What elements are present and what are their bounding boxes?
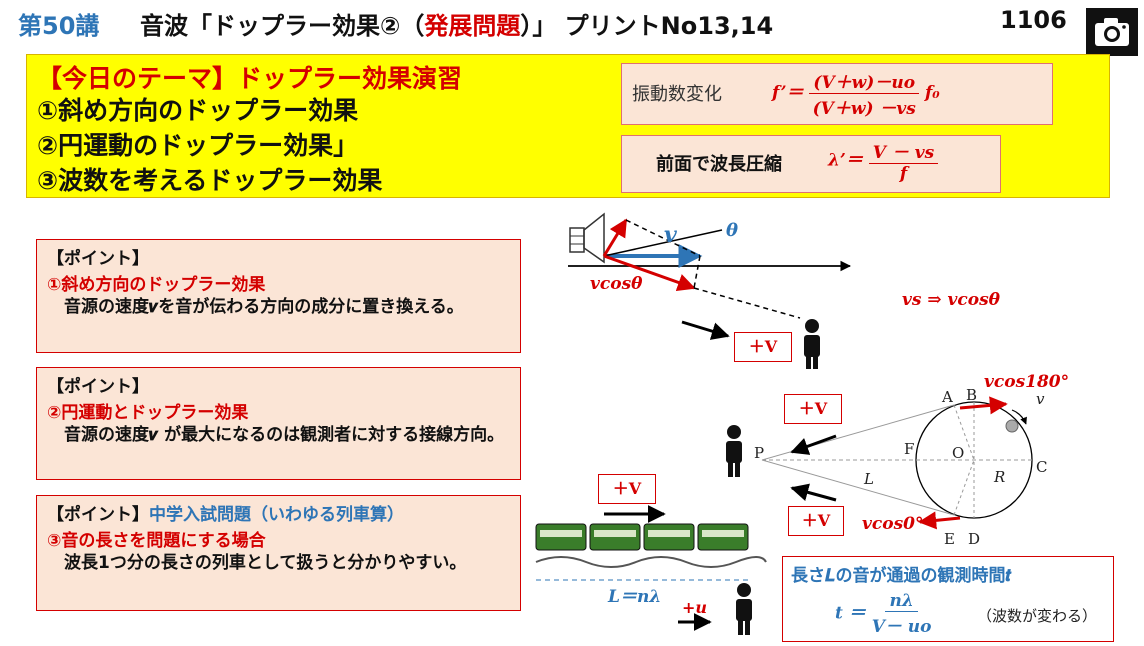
observation-time-box: 長さ𝑳の音が通過の観測時間𝒕 t ＝ nλ V－ uo （波数が変わる） [782,556,1114,642]
point-P: P [754,444,765,462]
speaker-icon [569,212,605,264]
observer-icon [736,583,752,635]
observation-time-title: 長さ𝑳の音が通過の観測時間𝒕 [791,566,1012,586]
point-heading-note: 中学入試問題（いわゆる列車算） [149,505,404,525]
formula1-rhs: f₀ [924,83,940,103]
formula2-denominator: f [899,164,908,184]
sound-direction-arrow-bottom [790,483,837,502]
obs-formula-lhs: t ＝ [835,603,866,624]
point-O: O [952,444,965,462]
plus-V-box: ＋V [598,474,656,504]
theme-heading: 【今日のテーマ】ドップラー効果演習 [37,64,463,93]
formula1-numerator: (V＋w)－uo [809,68,920,94]
observation-time-note: （波数が変わる） [977,607,1098,625]
label-L-n-lambda: L＝nλ [608,587,662,607]
theme-item-1: ①斜め方向のドップラー効果 [37,96,359,125]
camera-button[interactable] [1086,8,1138,56]
observer-icon [726,425,742,477]
plus-V-box: ＋V [788,506,844,536]
formula2-numerator: V － vs [868,138,939,164]
obs-formula-numerator: nλ [885,591,918,612]
point-A: A [942,388,953,406]
point-subheading: ①斜め方向のドップラー効果 [47,275,266,295]
point-box-circular: 【ポイント】 ②円運動とドップラー効果 音源の速度𝒗 が最大になるのは観測者に対… [36,367,521,480]
perpendicular-component-arrow [602,218,628,257]
formula2-fraction: V － vs f [868,138,939,184]
header-bar: 第50講 音波「ドップラー効果②（発展問題）」 プリントNo13,14 1106 [0,0,1144,56]
point-body: 波長1つ分の長さの列車として扱うと分かりやすい。 [47,553,467,573]
projection-dashed-line [625,219,701,257]
wavelength-formula-box: 前面で波長圧縮 λ’＝ V － vs f [621,135,1001,193]
sound-wave-line [535,556,767,568]
point-heading: 【ポイント】 [47,377,149,397]
label-v-circle: v [1036,390,1045,408]
theme-box: 【今日のテーマ】ドップラー効果演習 ①斜め方向のドップラー効果 ②円運動のドップ… [26,54,1110,198]
radius-line [953,459,975,516]
point-heading: 【ポイント】中学入試問題（いわゆる列車算） [47,500,404,525]
point-C: C [1036,458,1048,476]
label-vcos-theta: vcosθ [590,274,643,294]
point-F: F [904,440,915,458]
sound-direction-arrow [681,320,730,340]
point-D: D [968,530,981,548]
formula1-lhs: f’＝ [772,83,804,103]
camera-icon [1095,18,1129,46]
frequency-formula-box: 振動数変化 f’＝ (V＋w)－uo (V＋w) －vs f₀ [621,63,1053,125]
point-heading: 【ポイント】 [47,249,149,269]
lesson-code: 1106 [1000,6,1067,34]
label-R: R [994,468,1006,486]
vcos180-arrow [959,396,1008,415]
formula1-denominator: (V＋w) －vs [812,99,916,119]
title-part-c: ）」 プリントNo13,14 [520,12,774,40]
theme-item-2: ②円運動のドップラー効果」 [37,131,359,160]
page-title: 音波「ドップラー効果②（発展問題）」 プリントNo13,14 [140,6,773,41]
observer-icon [804,319,820,369]
train-icon [535,523,749,551]
sound-direction-arrow-top [790,434,837,455]
label-v: v [664,222,677,248]
label-vs-replace: vs ⇒ vcosθ [902,290,1001,310]
lecture-number: 第50講 [18,12,100,40]
label-vcos0: vcos0° [862,514,924,534]
theme-item-3: ③波数を考えるドップラー効果 [37,166,383,195]
label-theta: θ [726,220,739,241]
title-part-a: 音波「ドップラー効果②（ [140,12,425,40]
direction-dashed-line [693,287,801,319]
obs-formula-denominator: V－ uo [871,617,932,637]
label-L: L [864,470,874,488]
point-box-wavenumber: 【ポイント】中学入試問題（いわゆる列車算） ③音の長さを問題にする場合 波長1つ… [36,495,521,611]
label-plus-u: +u [682,598,708,617]
angle-ray-line [603,229,723,257]
plus-V-box: ＋V [784,394,842,424]
tangent-line-bottom [761,459,955,516]
point-E: E [944,530,955,548]
frequency-formula: f’＝ (V＋w)－uo (V＋w) －vs f₀ [772,68,940,119]
rotation-arrow [1011,409,1027,425]
point-box-oblique: 【ポイント】 ①斜め方向のドップラー効果 音源の速度𝒗を音が伝わる方向の成分に置… [36,239,521,353]
point-body: 音源の速度𝒗を音が伝わる方向の成分に置き換える。 [47,297,464,317]
obs-formula-fraction: nλ V－ uo [872,591,932,637]
formula2-lhs: λ’＝ [828,150,863,171]
vcos-component-arrow [603,254,696,292]
plus-V-box: ＋V [734,332,792,362]
wavelength-formula: λ’＝ V － vs f [828,138,939,184]
point-subheading: ②円運動とドップラー効果 [47,403,249,423]
projection-dashed-line [693,255,701,289]
observation-time-formula: t ＝ nλ V－ uo [835,591,932,637]
point-subheading: ③音の長さを問題にする場合 [47,531,266,551]
radius-line [953,404,975,461]
frequency-formula-label: 振動数変化 [632,84,722,105]
wavelength-formula-label: 前面で波長圧縮 [656,154,782,175]
point-heading-text: 【ポイント】 [47,505,149,525]
label-vcos180: vcos180° [984,372,1070,392]
vcos0-arrow [918,511,961,530]
sound-source-dot [1005,419,1019,433]
title-part-b: 発展問題 [424,12,521,40]
formula1-fraction: (V＋w)－uo (V＋w) －vs [809,68,920,119]
point-body: 音源の速度𝒗 が最大になるのは観測者に対する接線方向。 [47,425,505,445]
point-B: B [966,386,978,404]
